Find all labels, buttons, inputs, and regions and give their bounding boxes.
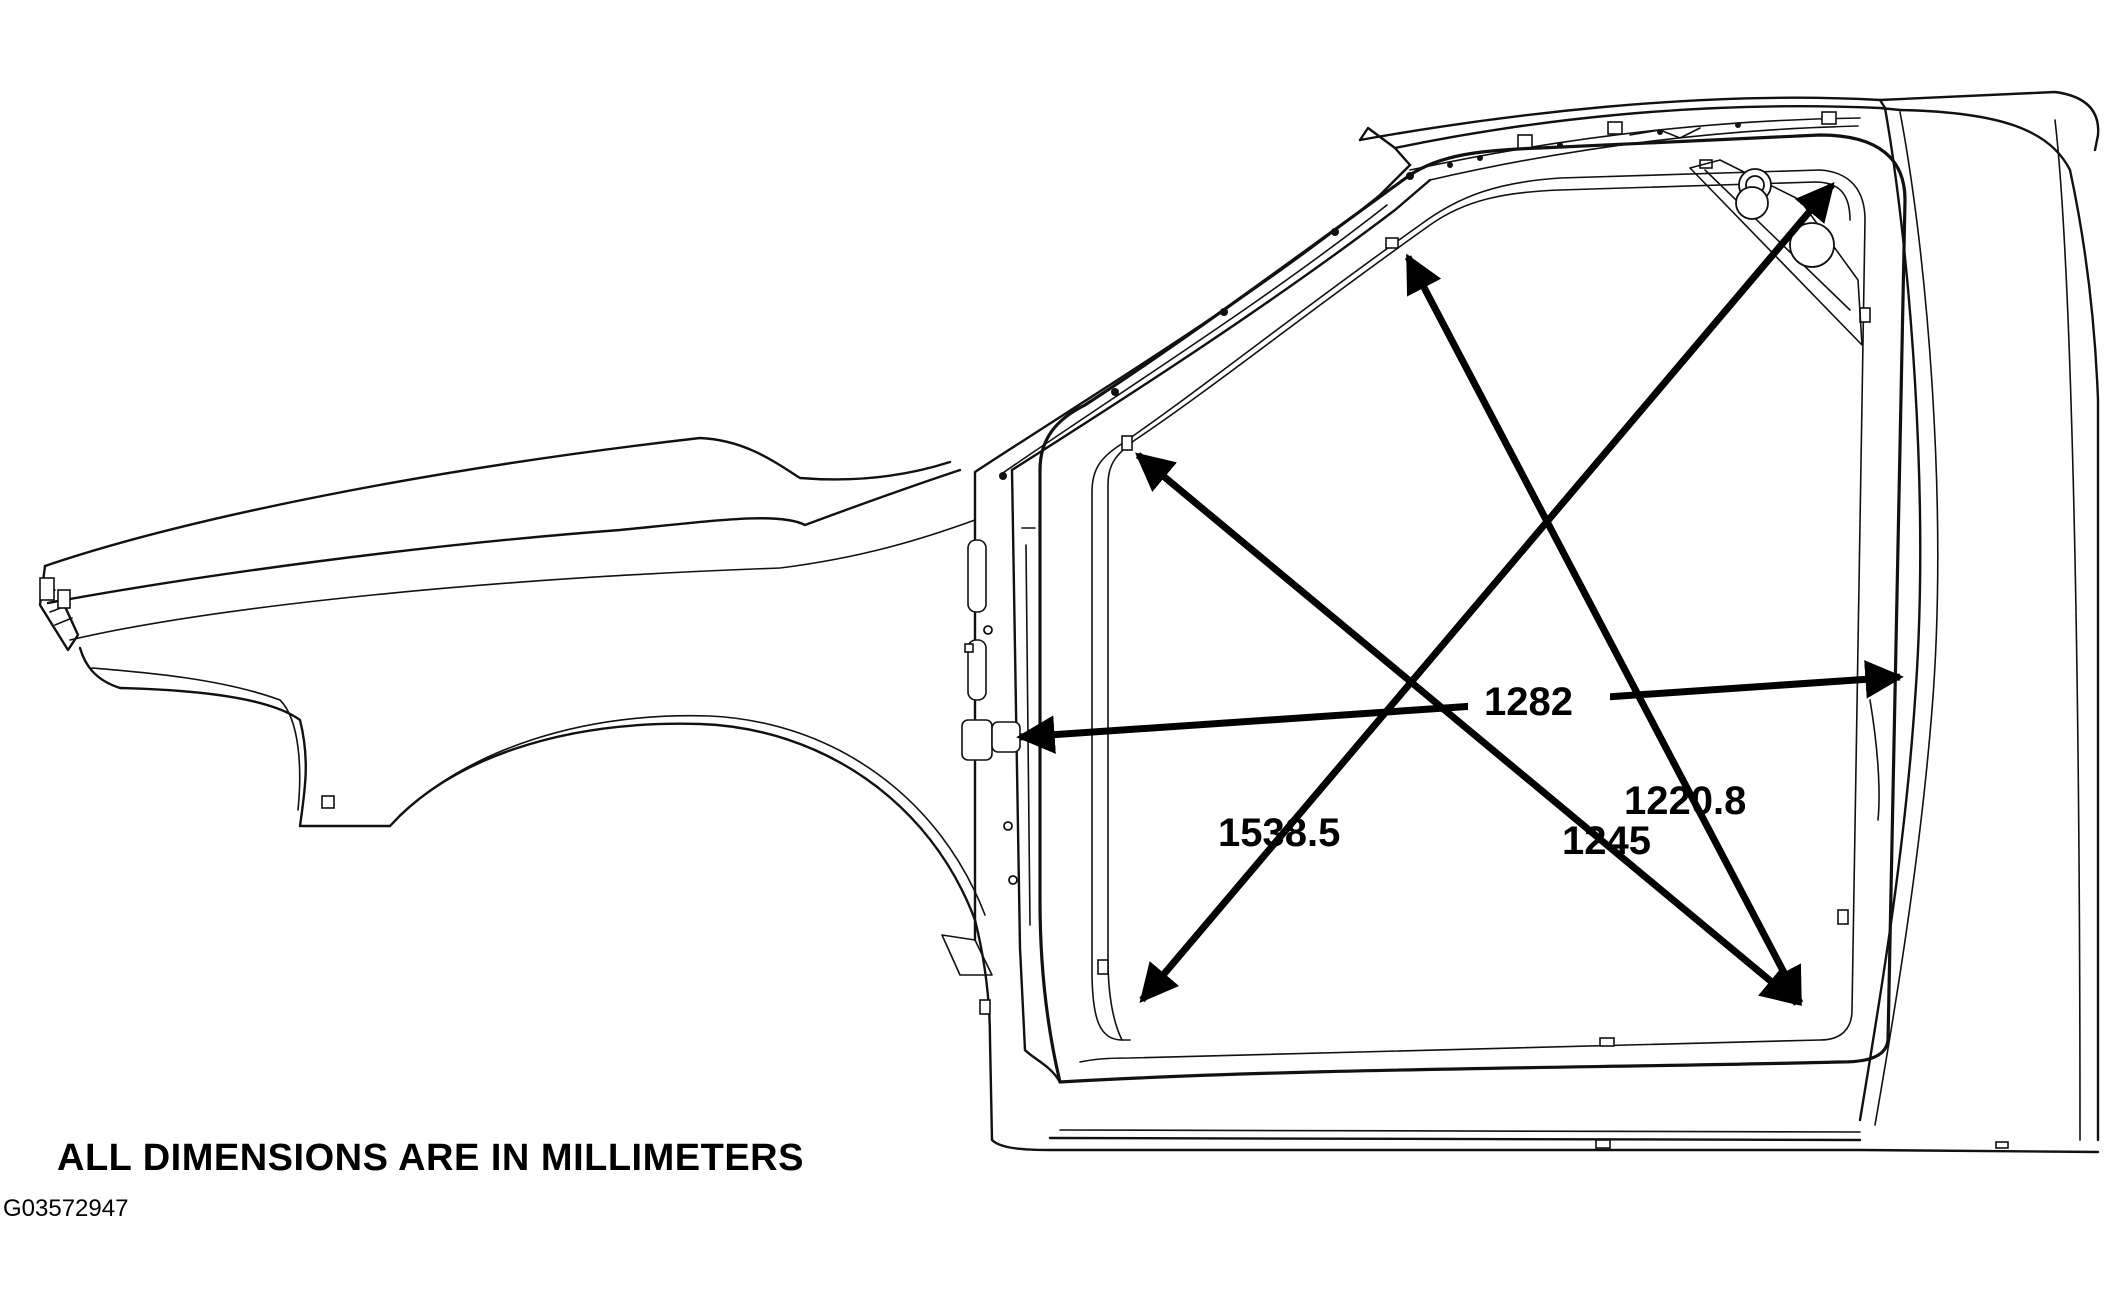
dimension-labels: 1282 1538.5 1245 1220.8 <box>1218 677 1746 863</box>
rocker-sill <box>990 1138 2100 1154</box>
dimension-label-1282: 1282 <box>1484 680 1573 724</box>
fender-lower-edge <box>78 646 392 828</box>
roof-rail <box>1358 90 2100 152</box>
units-note: ALL DIMENSIONS ARE IN MILLIMETERS <box>57 1137 804 1179</box>
windshield-pillar <box>973 163 1412 474</box>
hinge-pillar-rear <box>1010 468 1062 1084</box>
dimension-arrow-1220 <box>1404 253 1804 1007</box>
hinge-reference-hole <box>991 721 1021 753</box>
wheel-arch <box>388 722 992 1042</box>
dimension-arrow-1282 <box>1016 660 1904 754</box>
dimension-label-1245: 1245 <box>1562 819 1651 863</box>
figure-code: G03572947 <box>3 1195 129 1222</box>
dimension-label-1538: 1538.5 <box>1218 811 1340 855</box>
dimension-arrow-1538 <box>1139 182 1835 1003</box>
dimension-arrow-1245 <box>1135 452 1800 1006</box>
fender-top-edge <box>43 436 952 568</box>
fender-top-inner-edge <box>46 468 962 605</box>
door-opening-inner <box>1079 169 1866 1063</box>
door-opening-outer <box>1038 133 1907 1084</box>
dimension-arrows <box>1016 182 1904 1007</box>
dimension-label-1220: 1220.8 <box>1624 779 1746 823</box>
rear-body-outline <box>1898 108 2100 1142</box>
